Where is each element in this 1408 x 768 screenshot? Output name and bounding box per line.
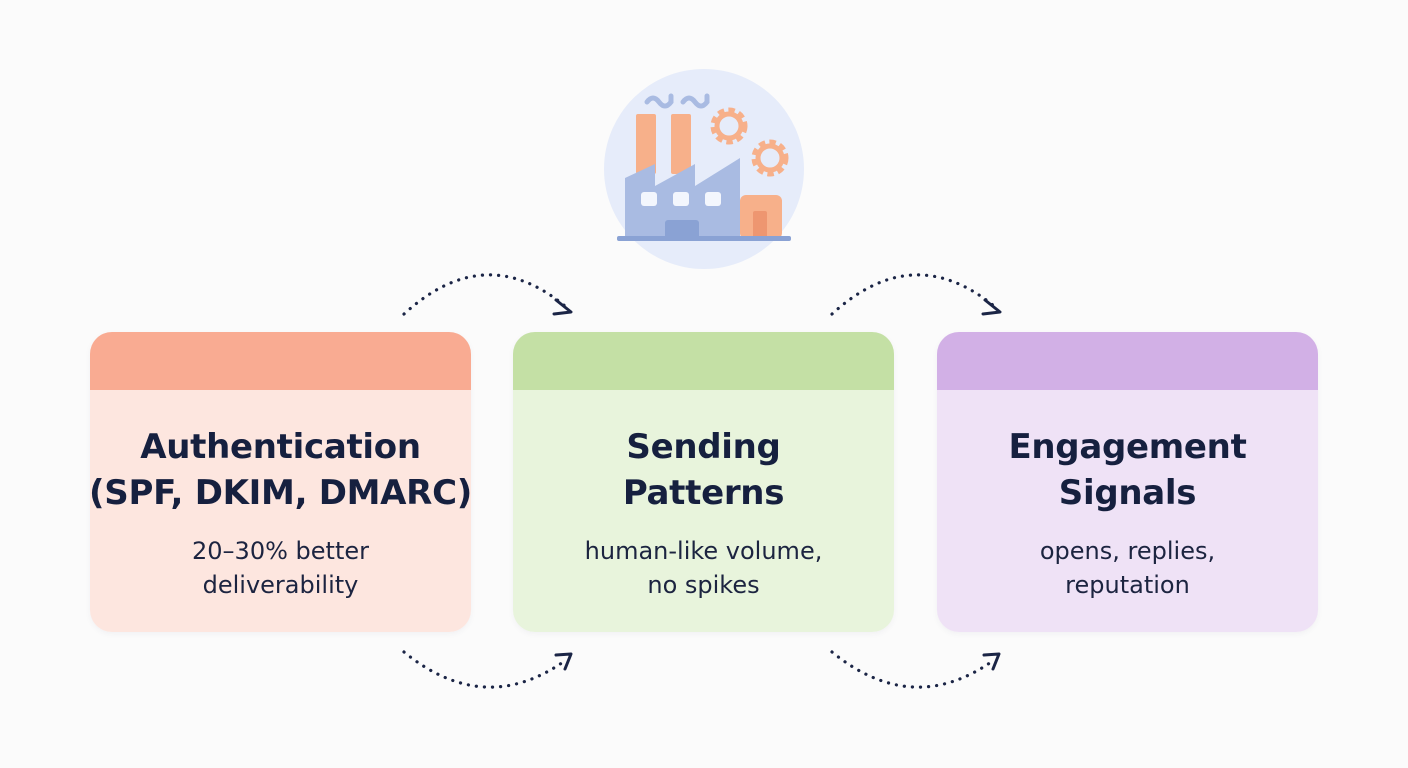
- card-description-line: reputation: [1065, 571, 1190, 599]
- card-body: Authentication (SPF, DKIM, DMARC) 20–30%…: [90, 390, 471, 632]
- connector-arrow-top-1: [402, 273, 567, 316]
- card-sending-patterns: Sending Patterns human-like volume, no s…: [513, 332, 894, 632]
- card-description: human-like volume, no spikes: [585, 534, 823, 602]
- card-header: [90, 332, 471, 390]
- connector-arrow-bottom-1: [402, 650, 568, 689]
- card-header: [937, 332, 1318, 390]
- connector-arrow-bottom-2: [830, 650, 996, 689]
- card-title: Sending Patterns: [622, 424, 785, 516]
- card-authentication: Authentication (SPF, DKIM, DMARC) 20–30%…: [90, 332, 471, 632]
- arrowhead-bottom-1: [554, 652, 573, 671]
- card-description-line: human-like volume,: [584, 537, 823, 565]
- card-title-line: (SPF, DKIM, DMARC): [90, 473, 471, 513]
- card-description-line: opens, replies,: [1039, 537, 1216, 565]
- card-body: Engagement Signals opens, replies, reput…: [937, 390, 1318, 632]
- card-description: opens, replies, reputation: [1040, 534, 1215, 602]
- card-description-line: no spikes: [647, 571, 760, 599]
- connector-arrow-top-2: [830, 273, 996, 316]
- card-title-line: Engagement: [1008, 427, 1247, 467]
- card-title-line: Patterns: [622, 473, 785, 513]
- card-engagement-signals: Engagement Signals opens, replies, reput…: [937, 332, 1318, 632]
- arrowhead-bottom-2: [982, 652, 1001, 671]
- card-description-line: 20–30% better: [192, 537, 369, 565]
- card-title-line: Authentication: [140, 427, 421, 467]
- factory-with-gears-icon: [604, 69, 804, 269]
- arrowhead-top-2: [981, 298, 1002, 316]
- card-description: 20–30% better deliverability: [192, 534, 369, 602]
- card-title-line: Signals: [1058, 473, 1197, 513]
- card-title: Authentication (SPF, DKIM, DMARC): [90, 424, 471, 516]
- arrowhead-top-1: [552, 298, 573, 316]
- card-title: Engagement Signals: [1008, 424, 1246, 516]
- card-header: [513, 332, 894, 390]
- card-title-line: Sending: [626, 427, 781, 467]
- card-description-line: deliverability: [202, 571, 359, 599]
- card-body: Sending Patterns human-like volume, no s…: [513, 390, 894, 632]
